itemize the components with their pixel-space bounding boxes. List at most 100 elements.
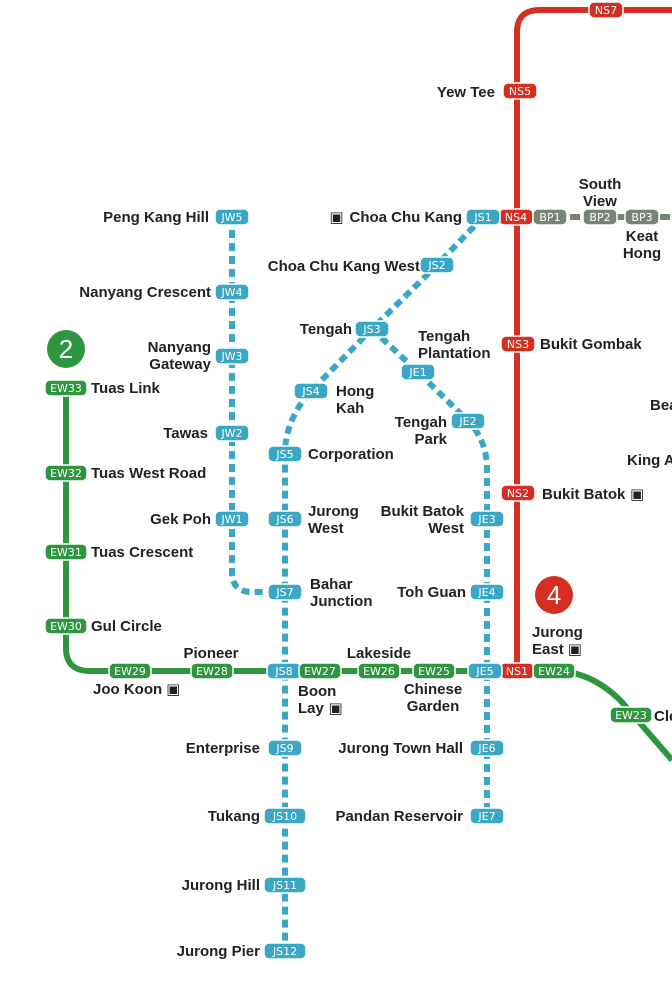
station-ew28[interactable]: EW28: [190, 662, 234, 680]
station-code-pill: [108, 662, 152, 680]
station-ew25[interactable]: EW25: [412, 662, 456, 680]
station-name[interactable]: Choa Chu Kang: [350, 209, 463, 226]
station-ns5[interactable]: NS5: [502, 82, 538, 100]
station-ns2[interactable]: NS2: [500, 484, 536, 502]
station-code: JW2: [220, 427, 242, 440]
station-jw4[interactable]: JW4: [214, 283, 250, 301]
station-jw1[interactable]: JW1: [214, 510, 250, 528]
station-je3[interactable]: JE3: [469, 510, 505, 528]
station-name[interactable]: Corporation: [308, 446, 394, 463]
station-jw2[interactable]: JW2: [214, 424, 250, 442]
station-je2[interactable]: JE2: [450, 412, 486, 430]
station-name[interactable]: Tengah: [300, 321, 352, 338]
station-ew32[interactable]: EW32: [44, 464, 88, 482]
station-je4[interactable]: JE4: [469, 583, 505, 601]
station-name-line: Keat: [626, 228, 659, 245]
station-js1[interactable]: JS1: [465, 208, 501, 226]
station-js2[interactable]: JS2: [419, 256, 455, 274]
station-ew33[interactable]: EW33: [44, 379, 88, 397]
station-name[interactable]: Tuas Crescent: [91, 544, 193, 561]
station-name[interactable]: Cle: [654, 708, 672, 725]
station-js4[interactable]: JS4: [293, 382, 329, 400]
station-name-line: Tuas Link: [91, 380, 161, 397]
station-ew26[interactable]: EW26: [357, 662, 401, 680]
north-south-line-number: 4: [535, 576, 573, 614]
station-name[interactable]: Bukit Gombak: [540, 336, 642, 353]
station-name[interactable]: Tuas Link: [91, 380, 161, 397]
station-js9[interactable]: JS9: [267, 739, 303, 757]
station-code-pill: [298, 662, 342, 680]
station-name[interactable]: Pioneer: [183, 645, 238, 662]
station-bp2[interactable]: BP2: [582, 208, 618, 226]
station-js6[interactable]: JS6: [267, 510, 303, 528]
station-ew24[interactable]: EW24: [532, 662, 576, 680]
station-bp1[interactable]: BP1: [532, 208, 568, 226]
station-name[interactable]: Yew Tee: [437, 84, 495, 101]
station-name-line: View: [583, 193, 617, 210]
station-name[interactable]: Jurong Pier: [177, 943, 261, 960]
station-ew31[interactable]: EW31: [44, 543, 88, 561]
station-code-pill: [267, 583, 303, 601]
station-name[interactable]: Jurong Hill: [182, 877, 260, 894]
station-name[interactable]: Toh Guan: [397, 584, 466, 601]
station-name[interactable]: Peng Kang Hill: [103, 209, 209, 226]
station-ew27[interactable]: EW27: [298, 662, 342, 680]
station-name[interactable]: Jurong Town Hall: [338, 740, 463, 757]
station-name[interactable]: Choa Chu Kang West: [268, 258, 420, 275]
station-ew30[interactable]: EW30: [44, 617, 88, 635]
station-jw5[interactable]: JW5: [214, 208, 250, 226]
station-name-line: Tuas Crescent: [91, 544, 193, 561]
station-js10[interactable]: JS10: [263, 807, 307, 825]
station-name-line: Gek Poh: [150, 511, 211, 528]
station-ew29[interactable]: EW29: [108, 662, 152, 680]
station-name[interactable]: Pandan Reservoir: [335, 808, 463, 825]
station-js7[interactable]: JS7: [267, 583, 303, 601]
station-js11[interactable]: JS11: [263, 876, 307, 894]
station-je7[interactable]: JE7: [469, 807, 505, 825]
station-name-line: Garden: [407, 698, 460, 715]
bus-interchange-icon: ▣: [329, 209, 343, 226]
station-js3[interactable]: JS3: [354, 320, 390, 338]
station-name[interactable]: Bukit Batok: [542, 486, 626, 503]
station-name[interactable]: Tukang: [208, 808, 260, 825]
station-name[interactable]: Tawas: [163, 425, 208, 442]
station-name[interactable]: Gul Circle: [91, 618, 162, 635]
station-bp3[interactable]: BP3: [624, 208, 660, 226]
station-code-pill: [44, 617, 88, 635]
jurong-region-line-south: [282, 214, 486, 951]
station-name-line: Yew Tee: [437, 84, 495, 101]
station-je5[interactable]: JE5: [467, 662, 503, 680]
station-je6[interactable]: JE6: [469, 739, 505, 757]
station-name[interactable]: Tuas West Road: [91, 465, 206, 482]
station-name[interactable]: Nanyang Crescent: [79, 284, 211, 301]
station-js8[interactable]: JS8: [266, 662, 302, 680]
station-code: JE7: [477, 810, 495, 823]
station-ns1[interactable]: NS1: [499, 662, 535, 680]
station-je1[interactable]: JE1: [400, 363, 436, 381]
station-name[interactable]: Gek Poh: [150, 511, 211, 528]
station-ns3[interactable]: NS3: [500, 335, 536, 353]
station-name[interactable]: Lakeside: [347, 645, 411, 662]
station-ew23[interactable]: EW23: [609, 706, 653, 724]
station-js12[interactable]: JS12: [263, 942, 307, 960]
station-code: JS4: [301, 385, 319, 398]
station-js5[interactable]: JS5: [267, 445, 303, 463]
station-code-pill: [500, 484, 536, 502]
station-ns4[interactable]: NS4: [498, 208, 534, 226]
station-ns7[interactable]: NS7: [588, 1, 624, 19]
station-name[interactable]: Enterprise: [186, 740, 260, 757]
station-jw3[interactable]: JW3: [214, 347, 250, 365]
station-name[interactable]: Joo Koon: [93, 681, 162, 698]
